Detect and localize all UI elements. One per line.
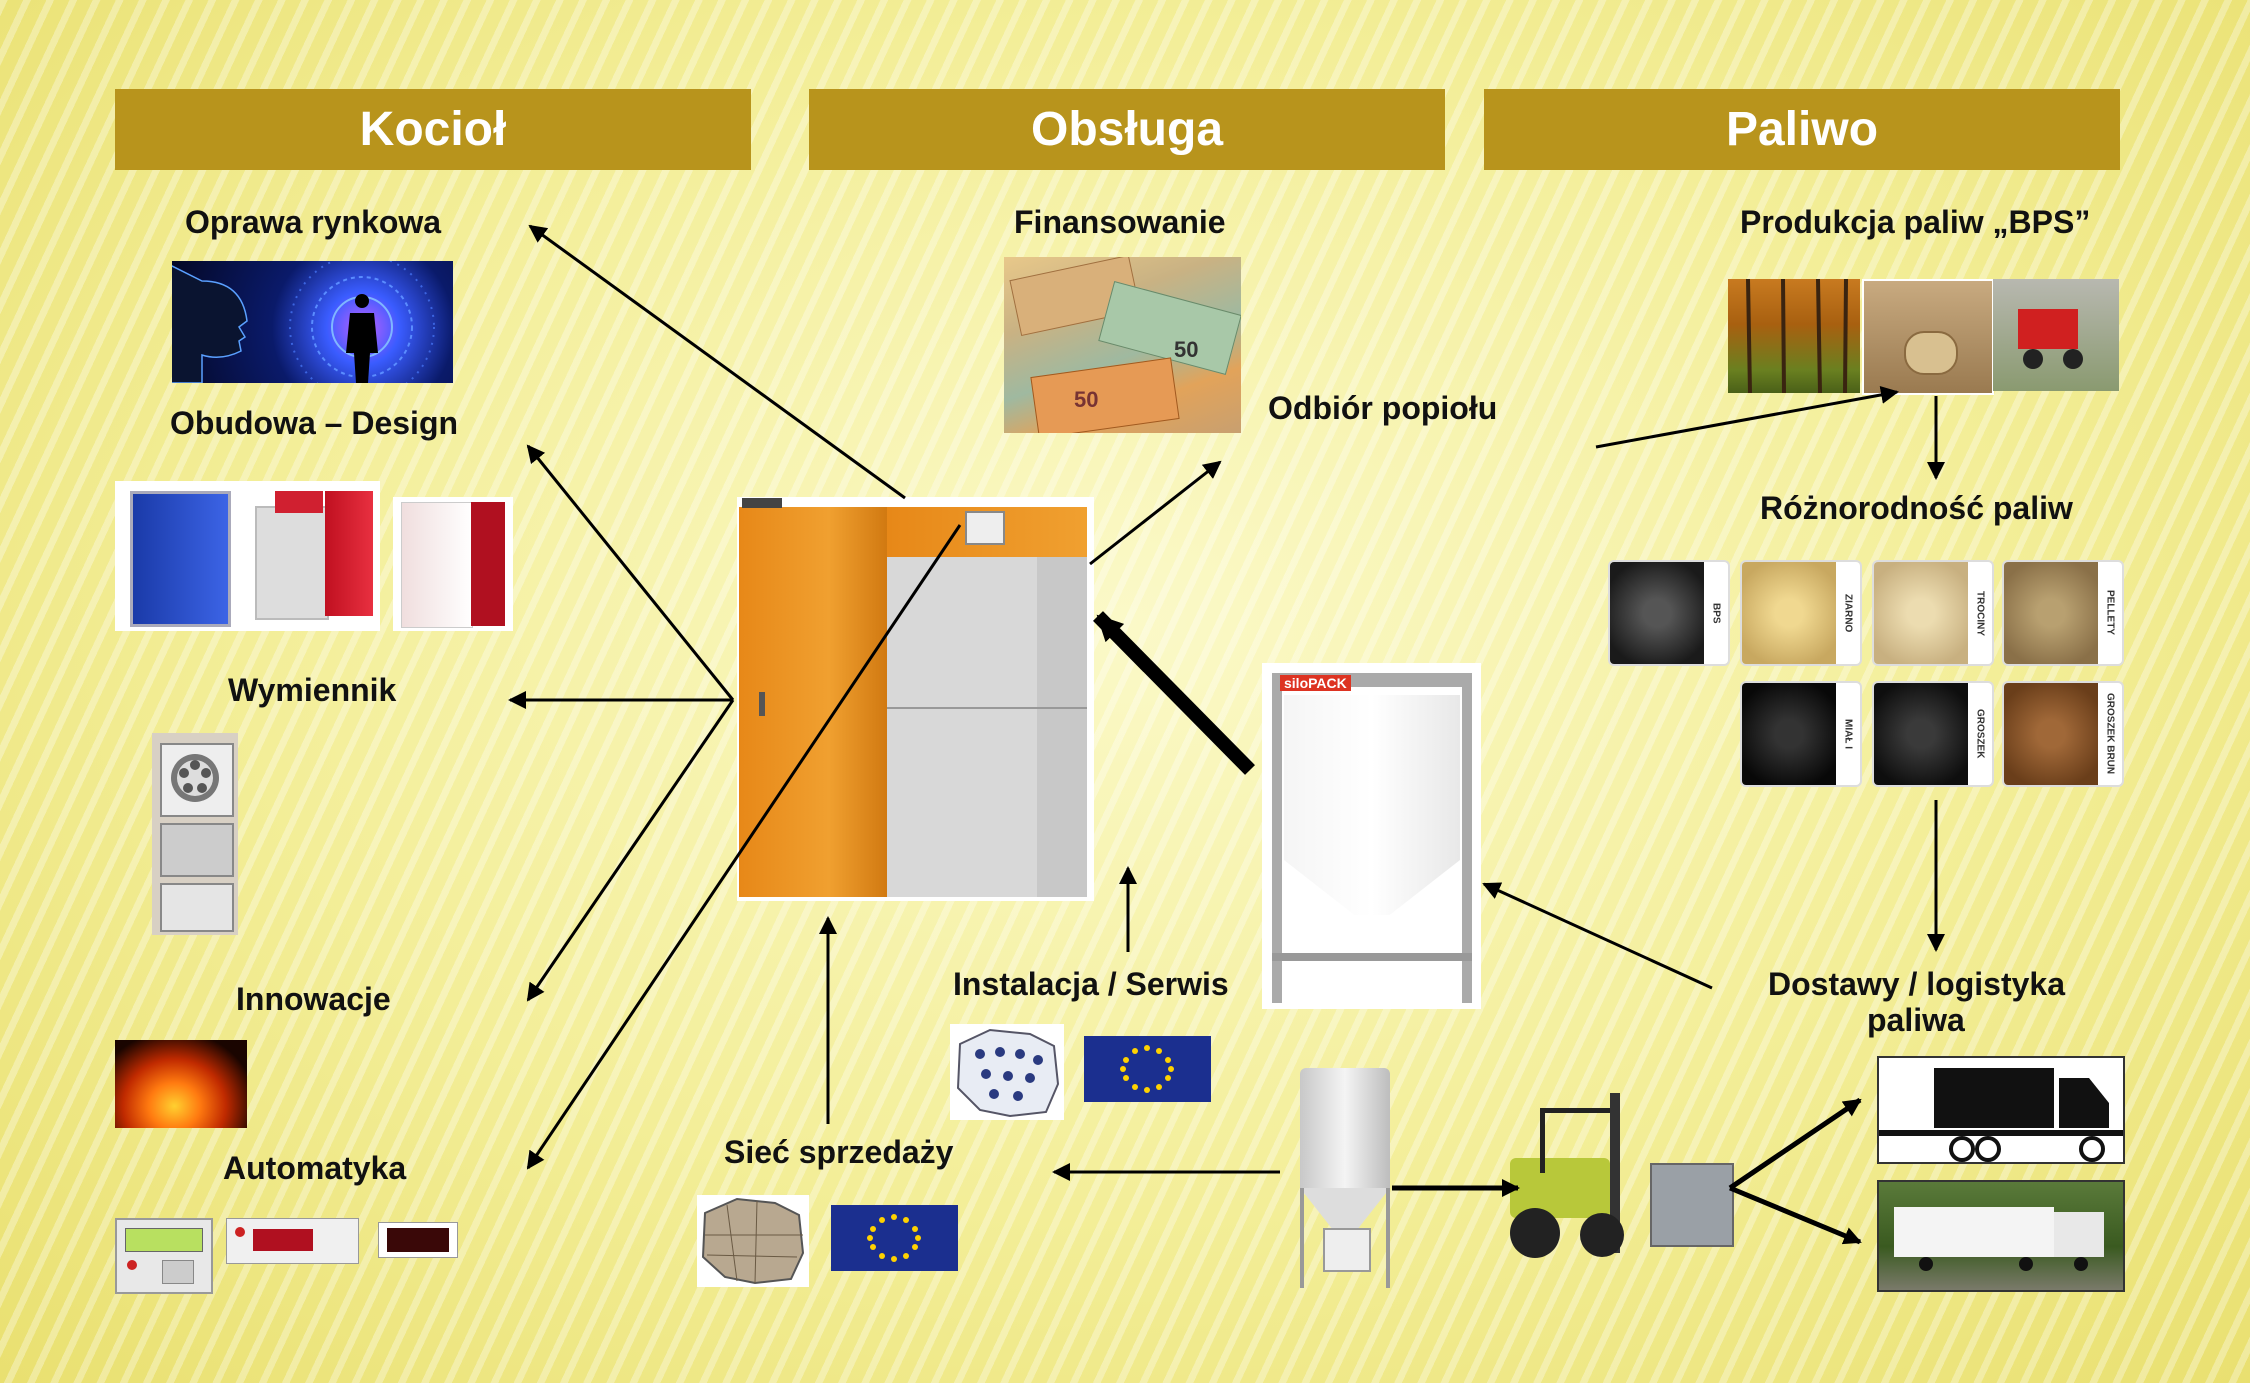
silo-bag-image: siloPACK (1262, 663, 1481, 1009)
fuel-tile-trociny: TROCINY (1872, 560, 1994, 666)
arrow-to-production (1595, 386, 1899, 449)
label-obudowa-design: Obudowa – Design (170, 405, 459, 441)
heat-exchanger-image (152, 733, 238, 935)
housing-image-white (393, 497, 513, 631)
banknote-value-2: 50 (1074, 387, 1099, 412)
banknote-value-1: 50 (1174, 337, 1199, 362)
arrow-to-automatyka (526, 524, 962, 1170)
silo-tank-image (1295, 1068, 1395, 1290)
housing-image-red (245, 481, 380, 631)
arrow-to-odbior (1089, 460, 1222, 566)
label-instalacja-serwis: Instalacja / Serwis (953, 966, 1229, 1002)
forest-image (1728, 279, 1860, 393)
money-image: 50 50 (1004, 257, 1241, 433)
arrow-forklift-to-truck2 (1729, 1185, 1862, 1245)
boiler-image (737, 497, 1094, 901)
fuel-tile-pellety: PELLETY (2002, 560, 2124, 666)
arrow-to-silobag (1482, 882, 1713, 990)
harvester-image (1993, 279, 2119, 391)
poland-sales-map (697, 1195, 809, 1287)
silo-brand-label: siloPACK (1280, 675, 1351, 691)
innovation-fire-image (115, 1040, 247, 1128)
label-dostawy-logistyka: Dostawy / logistyka (1768, 966, 2065, 1002)
truck-icon (1877, 1056, 2125, 1164)
label-wymiennik: Wymiennik (228, 672, 397, 708)
eu-flag-sales (831, 1205, 958, 1271)
header-paliwo: Paliwo (1484, 89, 2120, 170)
label-innowacje: Innowacje (236, 981, 391, 1017)
fuel-tile-bps: BPS (1608, 560, 1730, 666)
arrow-to-obudowa (526, 444, 735, 701)
label-roznorodnosc-paliw: Różnorodność paliw (1760, 490, 2073, 526)
controller-image-1 (115, 1218, 213, 1294)
forklift-image (1500, 1088, 1735, 1270)
label-produkcja-paliw: Produkcja paliw „BPS” (1740, 204, 2091, 240)
label-siec-sprzedazy: Sieć sprzedaży (724, 1134, 954, 1170)
poland-service-map (950, 1024, 1064, 1120)
header-obsluga: Obsługa (809, 89, 1445, 170)
housing-image-blue (115, 481, 245, 631)
fuel-tile-groszek-brun: GROSZEK BRUN (2002, 681, 2124, 787)
label-finansowanie: Finansowanie (1014, 204, 1226, 240)
header-kociol: Kocioł (115, 89, 751, 170)
hay-bale-image (1862, 279, 1994, 395)
controller-image-3 (378, 1222, 458, 1258)
fuel-tile-groszek: GROSZEK (1872, 681, 1994, 787)
label-automatyka: Automatyka (223, 1150, 407, 1186)
fuel-tile-mial: MIAŁ I (1740, 681, 1862, 787)
controller-image-2 (226, 1218, 359, 1264)
arrow-to-innowacje (526, 699, 735, 1002)
fuel-tile-ziarno: ZIARNO (1740, 560, 1862, 666)
arrow-silobag-to-boiler (1093, 611, 1255, 775)
eu-flag-service (1084, 1036, 1211, 1102)
arrow-forklift-to-truck1 (1728, 1097, 1862, 1191)
arrow-to-oprawa (528, 224, 906, 500)
label-dostawy-paliwa: paliwa (1867, 1002, 1965, 1038)
market-image (172, 261, 453, 383)
truck-photo (1877, 1180, 2125, 1292)
label-oprawa-rynkowa: Oprawa rynkowa (185, 204, 442, 240)
label-odbior-popiolu: Odbiór popiołu (1268, 390, 1498, 426)
